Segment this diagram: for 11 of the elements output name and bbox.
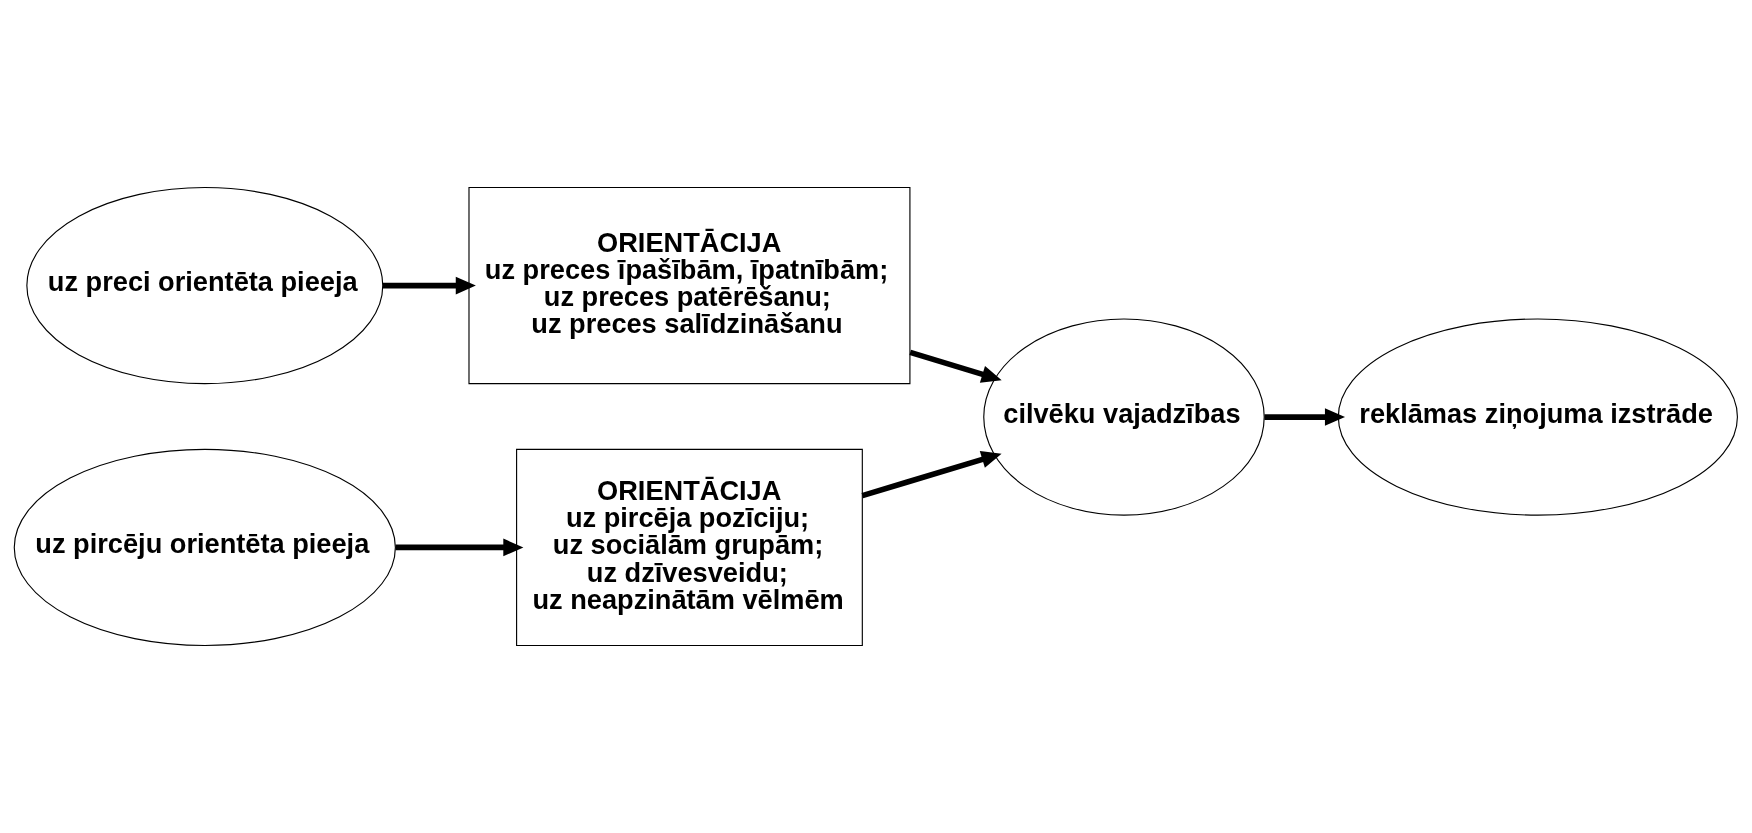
arrow	[861, 451, 1002, 499]
node-ellipse: reklāmas ziņojuma izstrāde	[1337, 318, 1738, 516]
node-box: ORIENTĀCIJA uz preces īpašībām, īpatnībām; uz preces patērēšanu; uz preces salīdzināšanu	[468, 186, 911, 385]
arrow	[1264, 408, 1346, 426]
arrow	[909, 349, 1002, 383]
node-ellipse: uz preci orientēta pieeja	[26, 186, 384, 385]
node-box: ORIENTĀCIJA uz pircēja pozīciju; uz sociālām grupām; uz dzīvesveidu; uz neapzinātām vēlmēm	[516, 448, 863, 647]
node-ellipse: uz pircēju orientēta pieeja	[13, 448, 396, 647]
arrow	[382, 276, 476, 295]
arrow	[395, 538, 524, 557]
node-ellipse: cilvēku vajadzības	[983, 318, 1265, 516]
